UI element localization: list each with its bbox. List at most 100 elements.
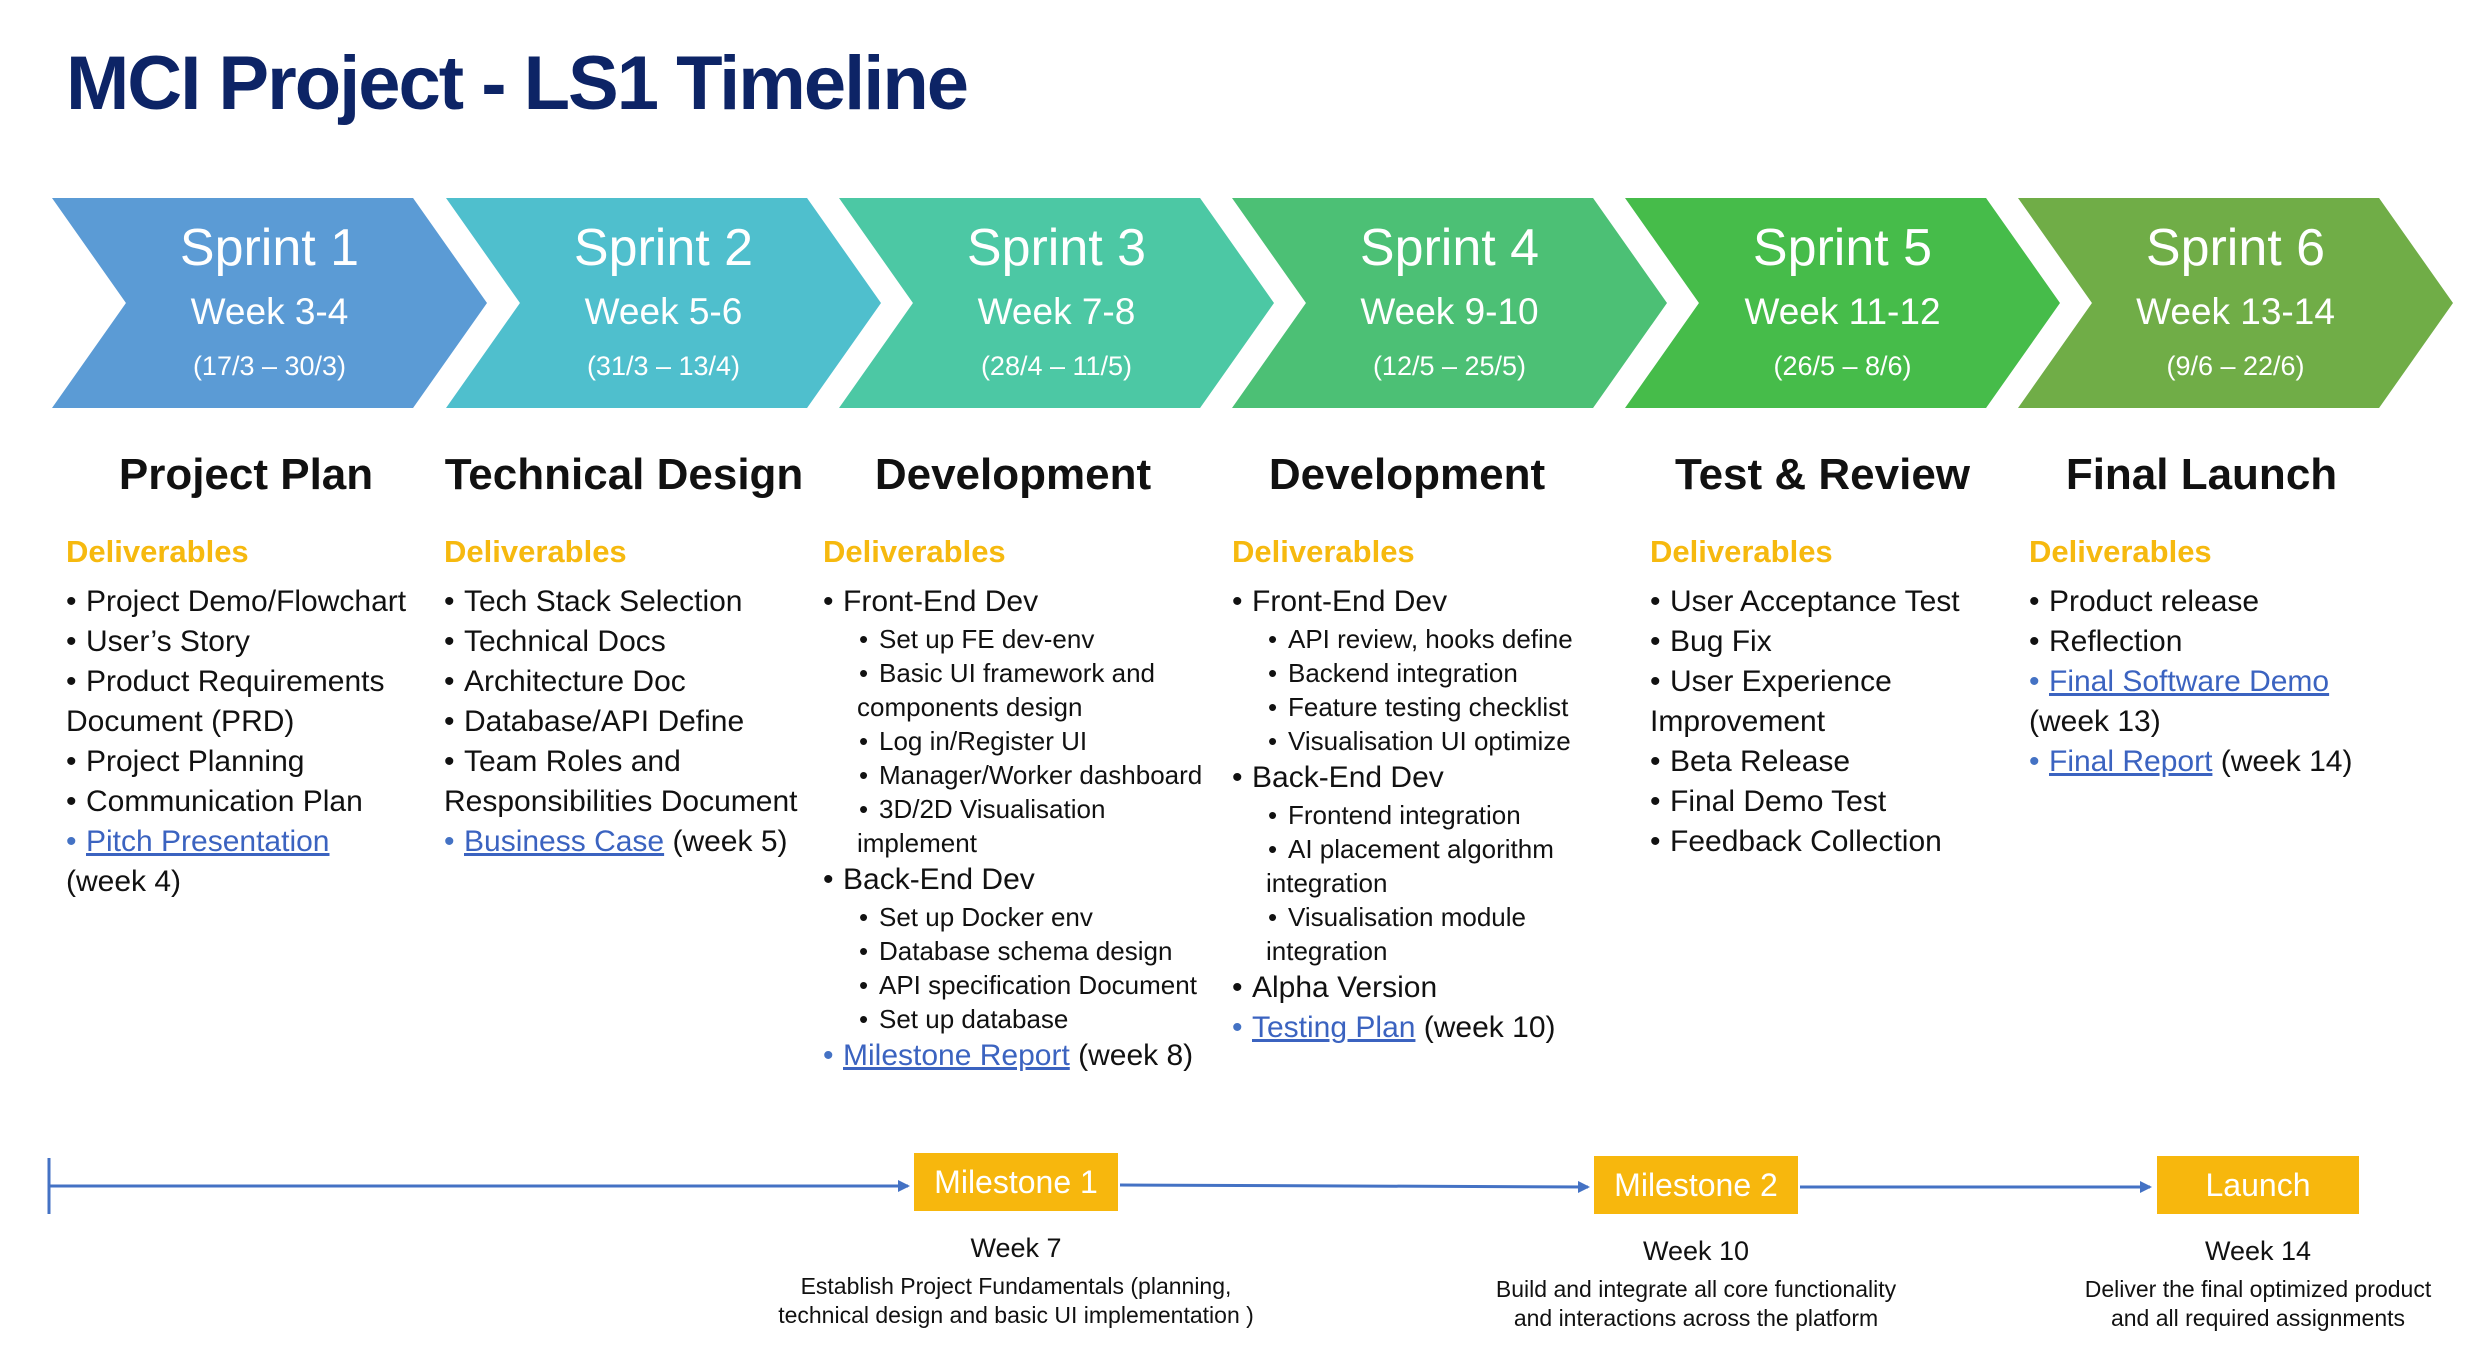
list-item: Project Planning (66, 742, 426, 782)
list-item-link: Milestone Report (week 8) (823, 1036, 1223, 1076)
final-software-demo-link[interactable]: Final Software Demo (2049, 665, 2330, 698)
list-subitem: 3D/2D Visualisation (823, 792, 1223, 826)
list-item: Final Demo Test (1650, 782, 2010, 822)
milestone-1-week: Week 7 (970, 1233, 1062, 1263)
deliverables-label: Deliverables (444, 534, 627, 569)
milestone-report-link[interactable]: Milestone Report (843, 1039, 1070, 1072)
list-item-link: Business Case (week 5) (444, 822, 804, 862)
phase-title: Technical Design (444, 450, 804, 499)
list-subitem: Frontend integration (1232, 798, 1632, 832)
sprint-dates: (12/5 – 25/5) (1372, 351, 1527, 381)
link-suffix: (week 5) (672, 825, 788, 858)
sprint-label: Sprint 2 (573, 219, 754, 277)
list-item: User’s Story (66, 622, 426, 662)
list-item: Reflection (2029, 622, 2429, 662)
milestone-2-description: Build and integrate all core functionali… (1396, 1275, 1996, 1333)
deliverables-label: Deliverables (823, 534, 1006, 569)
deliverables-list: Front-End Dev API review, hooks define B… (1232, 582, 1632, 1048)
list-item-link: Pitch Presentation (66, 822, 426, 862)
sprint-week: Week 9-10 (1360, 291, 1539, 332)
list-item-continuation: (week 4) (66, 865, 182, 898)
launch-box: Launch (2157, 1156, 2359, 1214)
list-subitem: Log in/Register UI (823, 724, 1223, 758)
list-subitem: Set up Docker env (823, 900, 1223, 934)
list-subitem: AI placement algorithm (1232, 832, 1632, 866)
list-item: User Acceptance Test (1650, 582, 2010, 622)
list-item: Front-End Dev (1232, 582, 1632, 622)
list-subitem-continuation: integration (1266, 868, 1388, 898)
sprint-chevron-2: Sprint 2 Week 5-6 (31/3 – 13/4) (446, 198, 881, 408)
final-report-link[interactable]: Final Report (2049, 745, 2213, 778)
list-item: Technical Docs (444, 622, 804, 662)
list-item: Beta Release (1650, 742, 2010, 782)
sprint-dates: (31/3 – 13/4) (586, 351, 741, 381)
list-subitem: Visualisation UI optimize (1232, 724, 1632, 758)
list-subitem: Database schema design (823, 934, 1223, 968)
list-item-link: Final Report (week 14) (2029, 742, 2429, 782)
list-item: Front-End Dev (823, 582, 1223, 622)
list-item: Product Requirements (66, 662, 426, 702)
list-subitem-continuation: implement (857, 828, 977, 858)
phase-column-final-launch: Final Launch Deliverables Product releas… (2029, 450, 2429, 782)
phase-column-development-2: Development Deliverables Front-End Dev A… (1232, 450, 1632, 1048)
sprint-label: Sprint 5 (1752, 219, 1933, 277)
list-item: Database/API Define (444, 702, 804, 742)
description-line: Deliver the final optimized product (2084, 1276, 2432, 1302)
phase-column-development-1: Development Deliverables Front-End Dev S… (823, 450, 1223, 1076)
sprint-chevron-1: Sprint 1 Week 3-4 (17/3 – 30/3) (52, 198, 487, 408)
list-subitem: Feature testing checklist (1232, 690, 1632, 724)
list-subitem: API review, hooks define (1232, 622, 1632, 656)
list-item: Communication Plan (66, 782, 426, 822)
sprint-week: Week 13-14 (2136, 291, 2335, 332)
business-case-link[interactable]: Business Case (464, 825, 665, 858)
link-suffix: (week 14) (2220, 745, 2353, 778)
list-item: Team Roles and (444, 742, 804, 782)
list-item-continuation: Responsibilities Document (444, 785, 798, 818)
sprint-chevron-4: Sprint 4 Week 9-10 (12/5 – 25/5) (1232, 198, 1667, 408)
list-item: Architecture Doc (444, 662, 804, 702)
sprint-week: Week 5-6 (584, 291, 743, 332)
timeline-segment-2 (1119, 1180, 1590, 1193)
list-subitem-continuation: integration (1266, 936, 1388, 966)
phase-column-project-plan: Project Plan Deliverables Project Demo/F… (66, 450, 426, 902)
list-item: User Experience (1650, 662, 2010, 702)
deliverables-label: Deliverables (66, 534, 249, 569)
page-title: MCI Project - LS1 Timeline (66, 41, 969, 126)
sprint-label: Sprint 3 (966, 219, 1147, 277)
description-line: and all required assignments (2110, 1305, 2406, 1331)
phase-title: Development (1268, 450, 1546, 499)
description-line: Build and integrate all core functionali… (1495, 1276, 1897, 1302)
link-suffix: (week 8) (1078, 1039, 1194, 1072)
sprint-chevron-5: Sprint 5 Week 11-12 (26/5 – 8/6) (1625, 198, 2060, 408)
sprint-dates: (26/5 – 8/6) (1773, 351, 1912, 381)
deliverables-list: Tech Stack Selection Technical Docs Arch… (444, 582, 804, 862)
description-line: Establish Project Fundamentals (planning… (800, 1273, 1232, 1299)
sprint-week: Week 11-12 (1744, 291, 1941, 332)
sprint-label: Sprint 4 (1359, 219, 1540, 277)
phase-title: Test & Review (1674, 450, 1971, 499)
link-suffix: (week 10) (1423, 1011, 1556, 1044)
pitch-presentation-link[interactable]: Pitch Presentation (86, 825, 330, 858)
milestone-2-box: Milestone 2 (1594, 1156, 1798, 1214)
testing-plan-link[interactable]: Testing Plan (1252, 1011, 1416, 1044)
description-line: and interactions across the platform (1513, 1305, 1879, 1331)
list-item: Alpha Version (1232, 968, 1632, 1008)
list-item: Bug Fix (1650, 622, 2010, 662)
deliverables-list: Product release Reflection Final Softwar… (2029, 582, 2429, 782)
phase-column-technical-design: Technical Design Deliverables Tech Stack… (444, 450, 804, 862)
sprint-label: Sprint 1 (179, 219, 360, 277)
deliverables-label: Deliverables (2029, 534, 2212, 569)
list-item-continuation: Document (PRD) (66, 705, 295, 738)
sprint-dates: (28/4 – 11/5) (980, 351, 1133, 381)
deliverables-label: Deliverables (1232, 534, 1415, 569)
deliverables-list: User Acceptance Test Bug Fix User Experi… (1650, 582, 2010, 862)
milestone-timeline (47, 1158, 2152, 1214)
list-item-continuation: (week 13) (2029, 705, 2161, 738)
list-subitem: Visualisation module (1232, 900, 1632, 934)
sprint-label: Sprint 6 (2145, 219, 2326, 277)
sprint-dates: (17/3 – 30/3) (192, 351, 347, 381)
launch-week: Week 14 (2204, 1236, 2312, 1266)
description-line: technical design and basic UI implementa… (778, 1302, 1254, 1328)
list-item: Feedback Collection (1650, 822, 2010, 862)
deliverables-list: Front-End Dev Set up FE dev-env Basic UI… (823, 582, 1223, 1076)
